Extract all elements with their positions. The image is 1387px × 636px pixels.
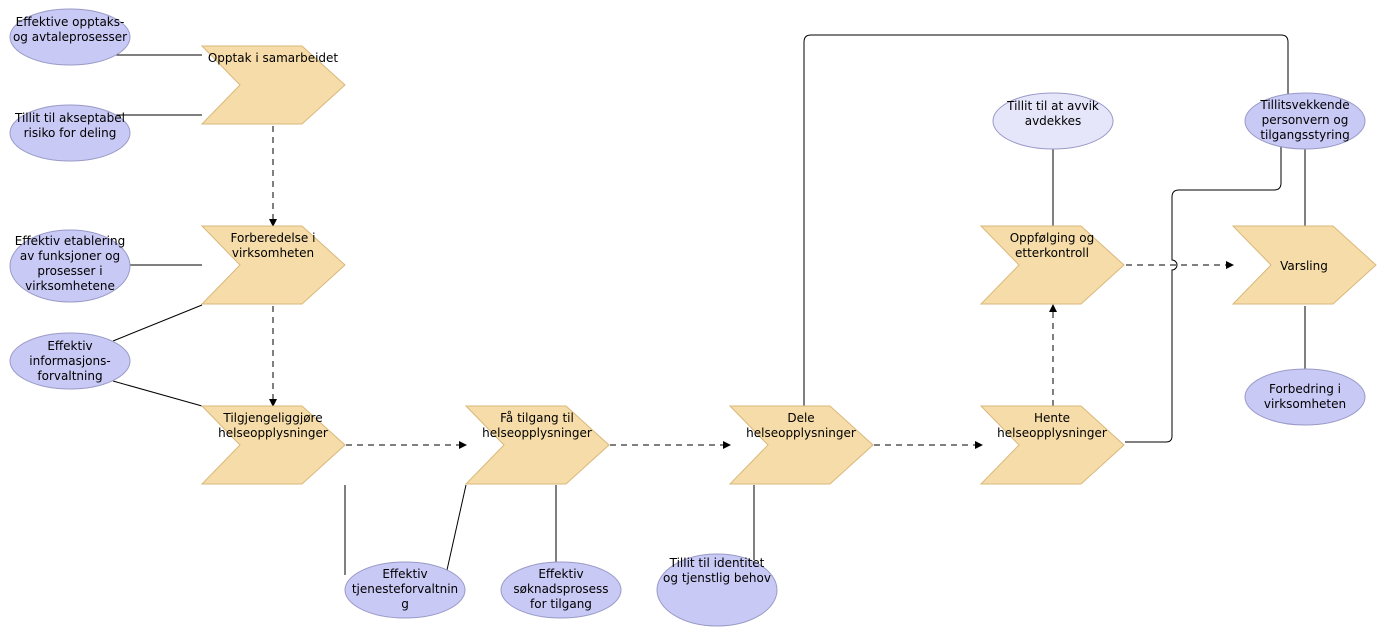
goal-opptaksprosesser[interactable]: Effektive opptaks-og avtaleprosesser xyxy=(9,8,131,66)
goal-label: Effektive opptaks-og avtaleprosesser xyxy=(13,15,127,44)
process-label: Varsling xyxy=(1280,259,1328,273)
process-varsling[interactable]: Varsling xyxy=(1231,225,1377,305)
connectors xyxy=(112,34,1306,575)
process-opptak[interactable]: Opptak i samarbeidet xyxy=(200,45,346,125)
process-label: Opptak i samarbeidet xyxy=(208,51,339,65)
